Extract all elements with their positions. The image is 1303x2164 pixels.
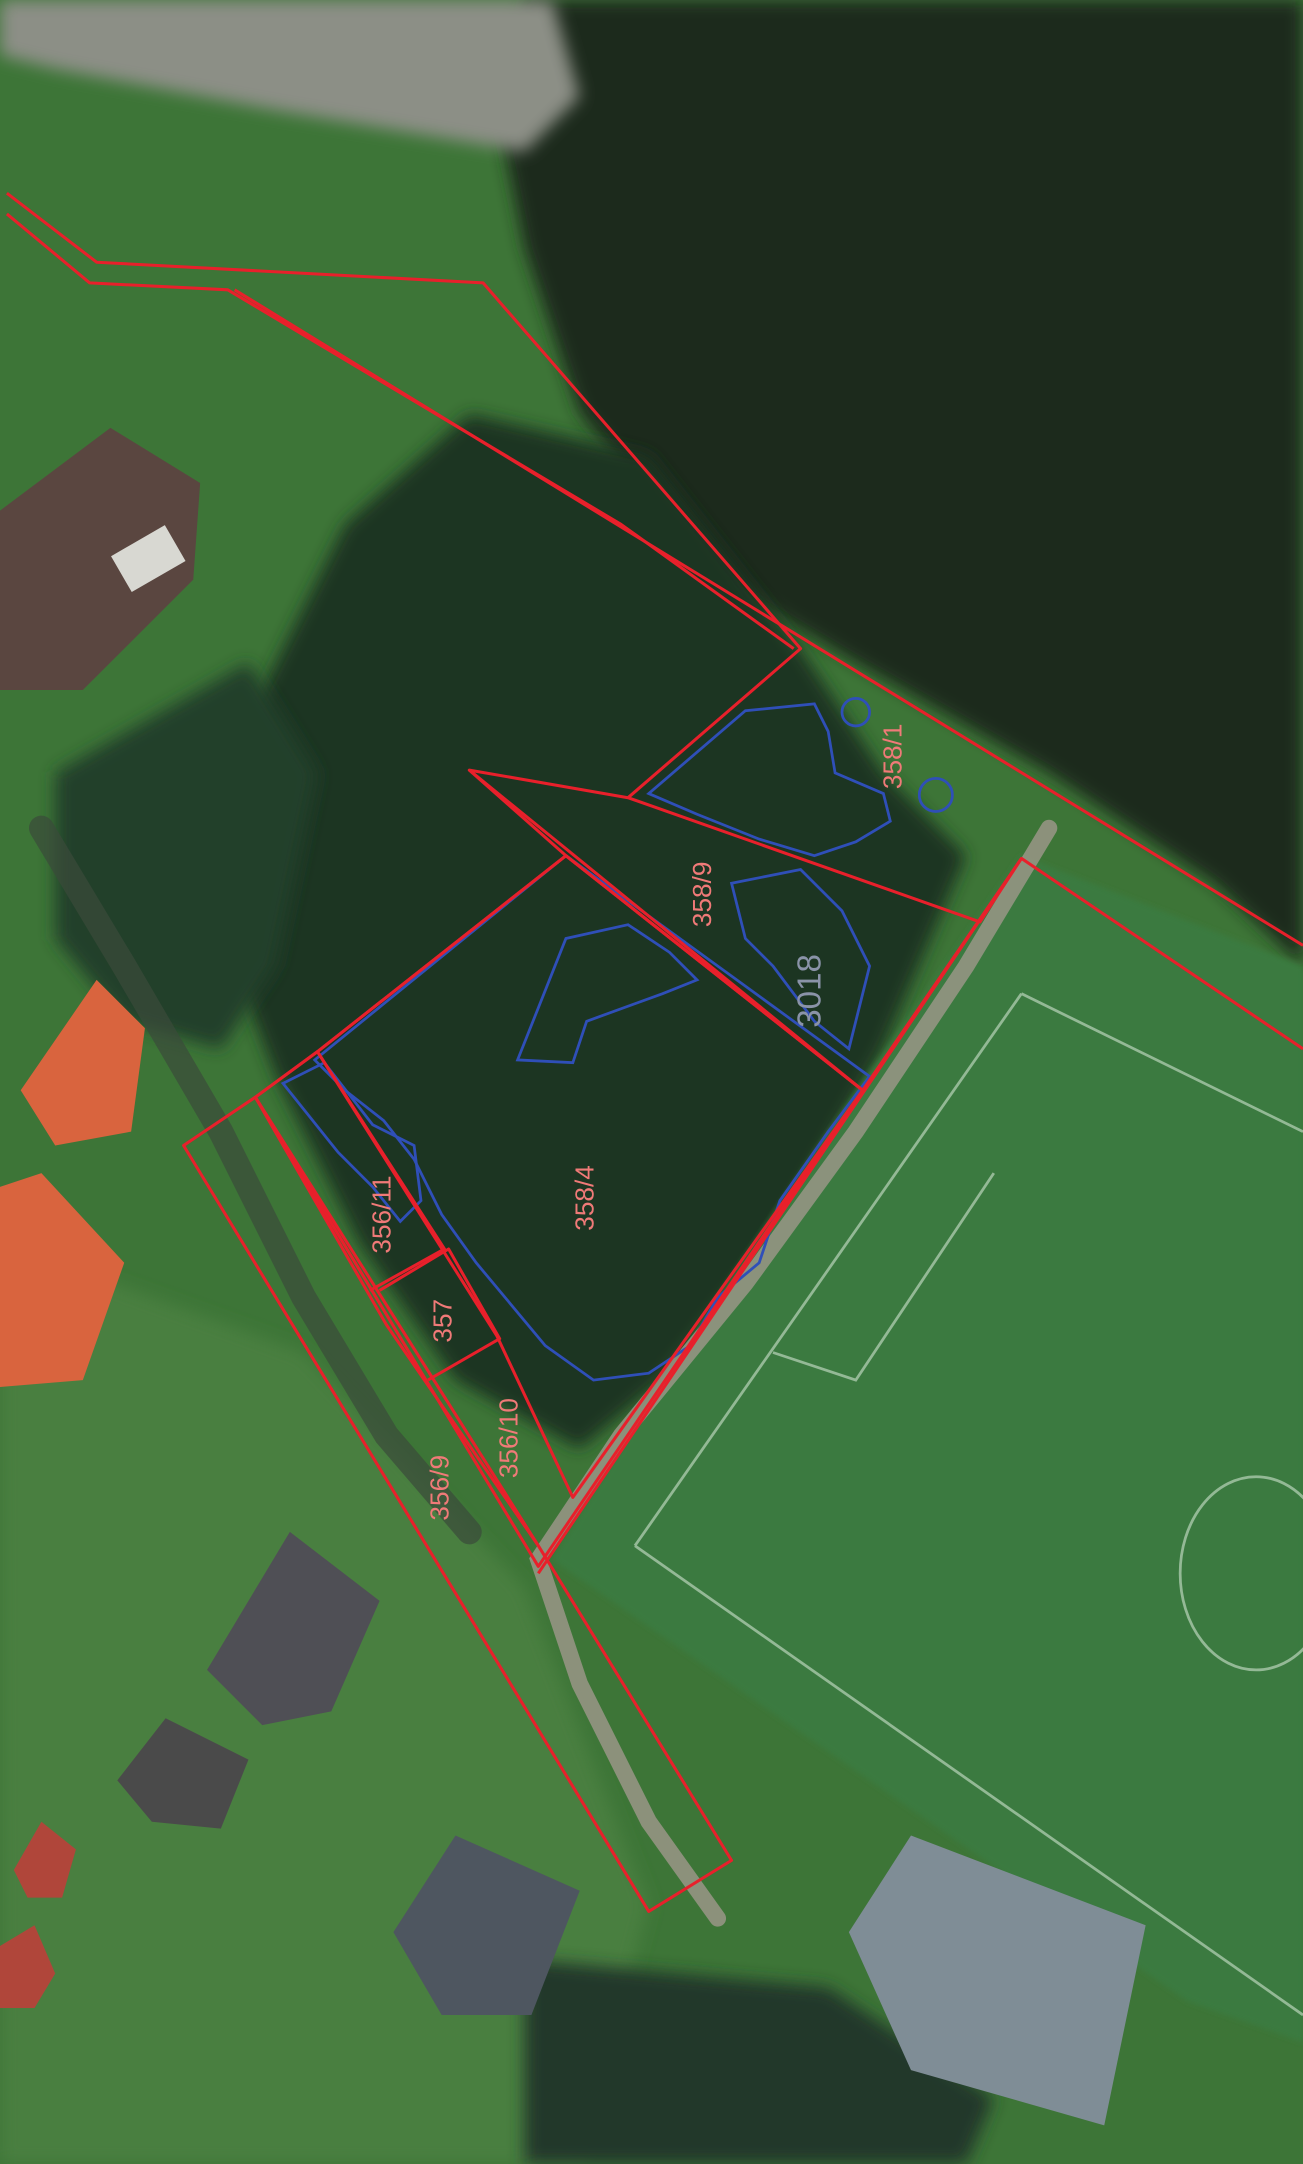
parcel-boundaries [5, 192, 1303, 1913]
riverbed [0, 0, 580, 152]
parcel-356-11-divider [254, 1050, 446, 1292]
house-orange-2 [0, 1173, 125, 1388]
boundary-long-diagonal [233, 288, 1303, 947]
gravel-path [529, 819, 1058, 1927]
vegetation-outline-main [312, 853, 872, 1382]
parcel-label-356-10: 356/10 [494, 1398, 524, 1478]
parcel-label-357: 357 [427, 1299, 457, 1343]
parcel-label-3018: 3018 [791, 954, 828, 1028]
parcel-label-356-9: 356/9 [425, 1455, 455, 1521]
boundary-upper-strip-south [5, 212, 795, 650]
house-middle-left [207, 1531, 380, 1726]
parcel-label-358-1: 358/1 [877, 723, 907, 789]
boundary-path-west [537, 857, 1023, 1575]
road-left [28, 815, 482, 1545]
vegetation-outline-left-strip [280, 1060, 423, 1224]
parcel-label-358-4: 358/4 [570, 1165, 600, 1231]
field-markings [633, 992, 1303, 2017]
vegetation-boundaries [280, 696, 954, 1382]
forest-central [207, 414, 967, 1450]
trees-lower [524, 1959, 994, 2164]
parcel-label-358-9: 358/9 [687, 861, 717, 927]
parcel-label-356-11: 356/11 [367, 1175, 397, 1253]
house-orange-1 [20, 979, 145, 1146]
house-lower-center [393, 1835, 580, 2015]
vegetation-outline-358-1 [646, 702, 892, 858]
boundary-field-east [1020, 857, 1303, 1051]
vegetation-outline-358-9 [729, 867, 872, 1052]
parcel-356-10-divider [254, 1096, 540, 1547]
vegetation-outline-clearing [515, 923, 700, 1065]
shed-red-2 [0, 1925, 56, 2009]
shed-red [13, 1821, 76, 1898]
boundary-upper-strip-north [5, 192, 803, 799]
vegetation-ring-2 [917, 776, 954, 813]
sports-building [848, 1835, 1146, 2126]
house-top-left-terrace [111, 525, 186, 593]
parcel-356-9-boundary [182, 1095, 734, 1913]
house-top-left [0, 427, 201, 691]
parcel-357-divider [378, 1247, 502, 1382]
sports-field [552, 855, 1303, 2043]
forest-upper-right [496, 0, 1303, 967]
vegetation-ring-1 [840, 696, 871, 728]
parcel-labels: 358/1 358/9 358/4 356/11 357 356/10 356/9 3018 [367, 723, 908, 1520]
house-lower-left [117, 1718, 249, 1829]
